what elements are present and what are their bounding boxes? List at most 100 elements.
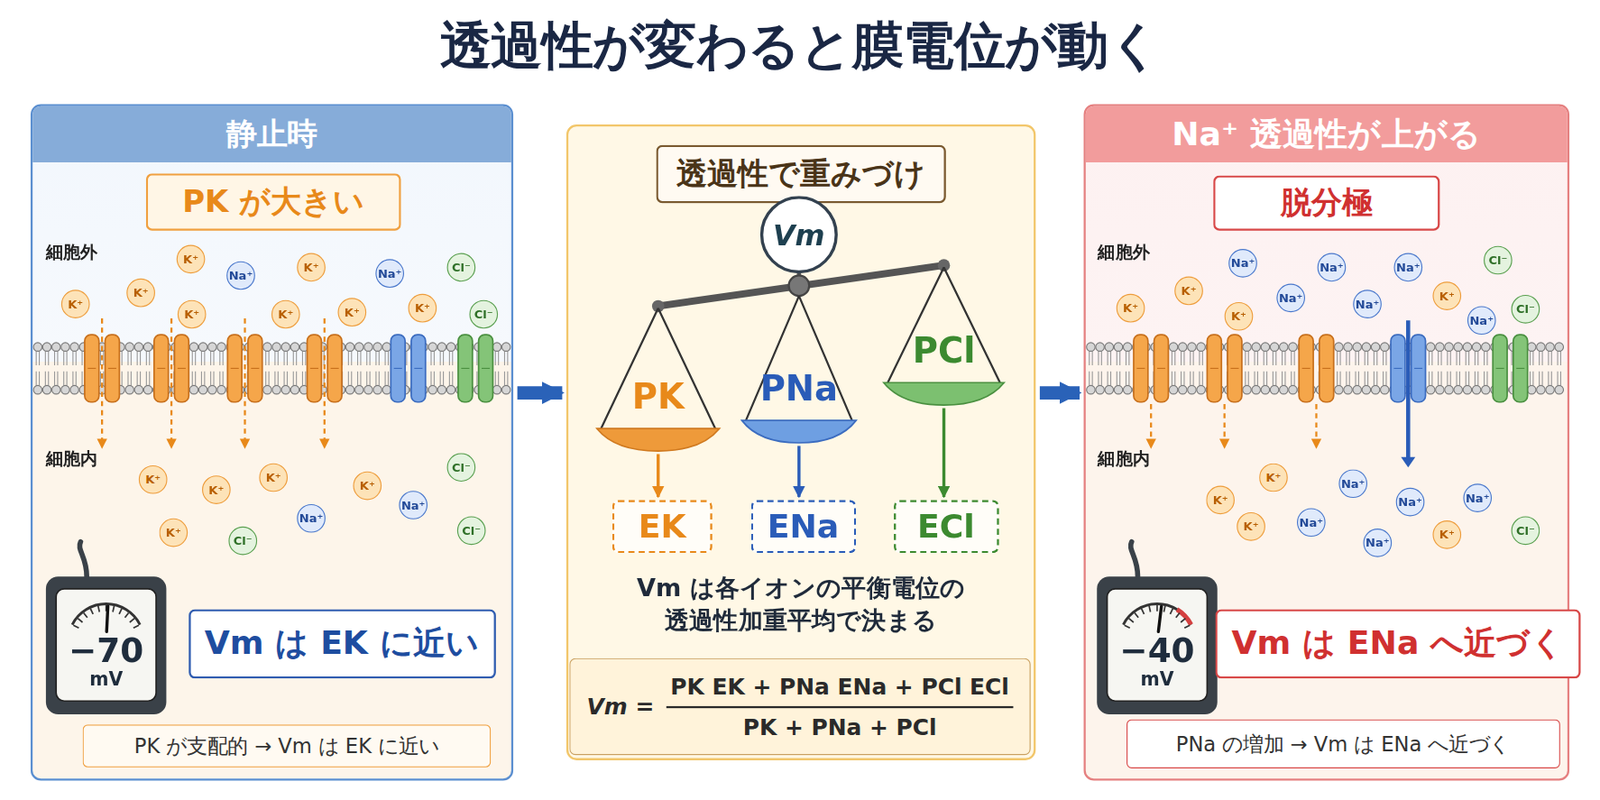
ion-circle: Na⁺ — [296, 504, 326, 534]
ion-label: Na⁺ — [377, 266, 403, 281]
ion-label: K⁺ — [414, 301, 431, 316]
ion-label: K⁺ — [183, 307, 200, 322]
ion-label: K⁺ — [344, 304, 360, 320]
ion-circle: Na⁺ — [1228, 248, 1258, 278]
ion-label: Na⁺ — [401, 497, 426, 513]
formula-box: Vm =PK EK + PNa ENa + PCl EClPK + PNa + … — [569, 658, 1030, 755]
connector-arrow — [797, 445, 800, 497]
ion-circle: Cl⁻ — [447, 253, 477, 283]
text-box: PK が支配的 → Vm は EK に近い — [82, 724, 492, 768]
ion-label: K⁺ — [165, 525, 182, 541]
ion-label: K⁺ — [145, 472, 161, 488]
ion-label: Cl⁻ — [1516, 302, 1536, 317]
box-text: PNa の増加 → Vm は ENa へ近づく — [1176, 730, 1510, 759]
ion-circle: K⁺ — [258, 463, 288, 493]
ion-circle: Na⁺ — [1276, 284, 1306, 313]
ion-label: K⁺ — [1265, 470, 1281, 486]
title-text: 透過性が変わると膜電位が動く — [0, 12, 1600, 82]
vm-label: Vm — [772, 218, 826, 252]
ion-circle: Na⁺ — [1396, 487, 1426, 517]
ion-circle: K⁺ — [176, 245, 206, 275]
box-text: PK が大きい — [182, 181, 365, 223]
ion-circle: Na⁺ — [1317, 253, 1347, 283]
region-label: 細胞内 — [1097, 447, 1150, 471]
text-box: Vm は ENa へ近づく — [1214, 608, 1581, 679]
connector-arrow — [656, 453, 660, 497]
ion-label: K⁺ — [1181, 284, 1197, 299]
box-text: Vm は ENa へ近づく — [1232, 621, 1565, 667]
ion-circle: K⁺ — [271, 300, 301, 330]
connector-arrow — [517, 386, 563, 400]
ion-circle: Cl⁻ — [1511, 294, 1541, 324]
voltmeter: −40mV — [1096, 576, 1218, 715]
ion-label: Cl⁻ — [461, 523, 481, 538]
ion-circle: K⁺ — [1116, 294, 1146, 323]
ion-circle: K⁺ — [61, 289, 91, 319]
ion-label: Na⁺ — [1278, 290, 1304, 305]
vm-dial: Vm — [760, 195, 838, 274]
ion-label: K⁺ — [277, 307, 294, 322]
ion-label: Na⁺ — [1365, 535, 1390, 551]
ion-circle: K⁺ — [1259, 463, 1288, 493]
ion-label: K⁺ — [183, 251, 199, 267]
ion-circle: Cl⁻ — [1511, 515, 1541, 545]
voltmeter: −70mV — [45, 576, 167, 715]
text-box: 脱分極 — [1213, 175, 1440, 231]
ion-label: Na⁺ — [1469, 312, 1494, 328]
ion-circle: Na⁺ — [1462, 483, 1492, 513]
ion-label: Cl⁻ — [233, 533, 253, 549]
ion-label: Na⁺ — [299, 511, 324, 526]
ion-label: Cl⁻ — [451, 459, 471, 475]
ion-circle: Cl⁻ — [457, 515, 487, 545]
ion-label: K⁺ — [1439, 527, 1455, 543]
ion-label: K⁺ — [1122, 301, 1139, 316]
ion-label: Na⁺ — [1397, 495, 1423, 510]
ion-label: Cl⁻ — [451, 260, 471, 276]
ion-circle: K⁺ — [158, 518, 188, 548]
ion-circle: K⁺ — [337, 297, 367, 327]
ion-circle: K⁺ — [177, 300, 207, 330]
ion-circle: K⁺ — [138, 465, 168, 495]
formula-denominator: PK + PNa + PCl — [743, 708, 938, 740]
potential-box: EK — [612, 499, 713, 553]
potential-label: ENa — [767, 506, 839, 546]
ion-circle: K⁺ — [1205, 486, 1235, 515]
potential-label: ECl — [917, 506, 975, 546]
ion-circle: K⁺ — [202, 475, 231, 505]
ion-circle: K⁺ — [126, 278, 156, 308]
ion-label: K⁺ — [67, 296, 83, 312]
region-label: 細胞外 — [1097, 240, 1150, 265]
pan-label: PCl — [883, 329, 1005, 371]
ion-label: K⁺ — [303, 260, 320, 276]
panel: Na⁺ 透過性が上がる脱分極 Na⁺ Na⁺ Na⁺ Cl⁻ Na⁺ Na⁺ K⁺ Cl⁻ K⁺ K… — [1084, 103, 1571, 781]
ion-circle: Na⁺ — [1363, 528, 1393, 558]
balance-pan: PK — [597, 305, 720, 451]
fraction: PK EK + PNa ENa + PCl EClPK + PNa + PCl — [666, 673, 1014, 739]
panel: 透過性で重みづけVmPKPNaPClEKENaEClVm =PK EK + PN… — [566, 124, 1036, 761]
ion-circle: K⁺ — [1432, 520, 1462, 550]
caption-note: Vm は各イオンの平衡電位の 透過性加重平均で決まる — [581, 571, 1021, 638]
ion-label: K⁺ — [266, 470, 282, 486]
potential-label: EK — [638, 506, 687, 546]
ion-label: Cl⁻ — [1488, 253, 1508, 268]
box-text: 脱分極 — [1280, 182, 1373, 224]
ion-label: Na⁺ — [1465, 490, 1490, 506]
ion-circle: Na⁺ — [375, 258, 405, 288]
ion-label: Na⁺ — [1231, 256, 1256, 271]
ion-label: K⁺ — [208, 482, 224, 497]
panel-header: 静止時 — [32, 106, 512, 163]
ion-label: Na⁺ — [229, 268, 254, 284]
ion-circle: K⁺ — [1224, 302, 1254, 332]
box-text: Vm は EK に近い — [204, 621, 480, 667]
ion-circle: K⁺ — [1236, 512, 1266, 542]
ion-circle: Na⁺ — [398, 490, 428, 520]
ion-circle: Na⁺ — [1467, 305, 1497, 335]
panel-header: Na⁺ 透過性が上がる — [1085, 106, 1568, 163]
ion-circle: Cl⁻ — [1483, 246, 1513, 276]
ion-label: Na⁺ — [1396, 260, 1421, 276]
ion-circle: K⁺ — [352, 471, 382, 501]
ion-label: K⁺ — [1213, 492, 1229, 507]
text-box: PK が大きい — [146, 173, 402, 230]
ion-circle: Cl⁻ — [228, 526, 258, 556]
